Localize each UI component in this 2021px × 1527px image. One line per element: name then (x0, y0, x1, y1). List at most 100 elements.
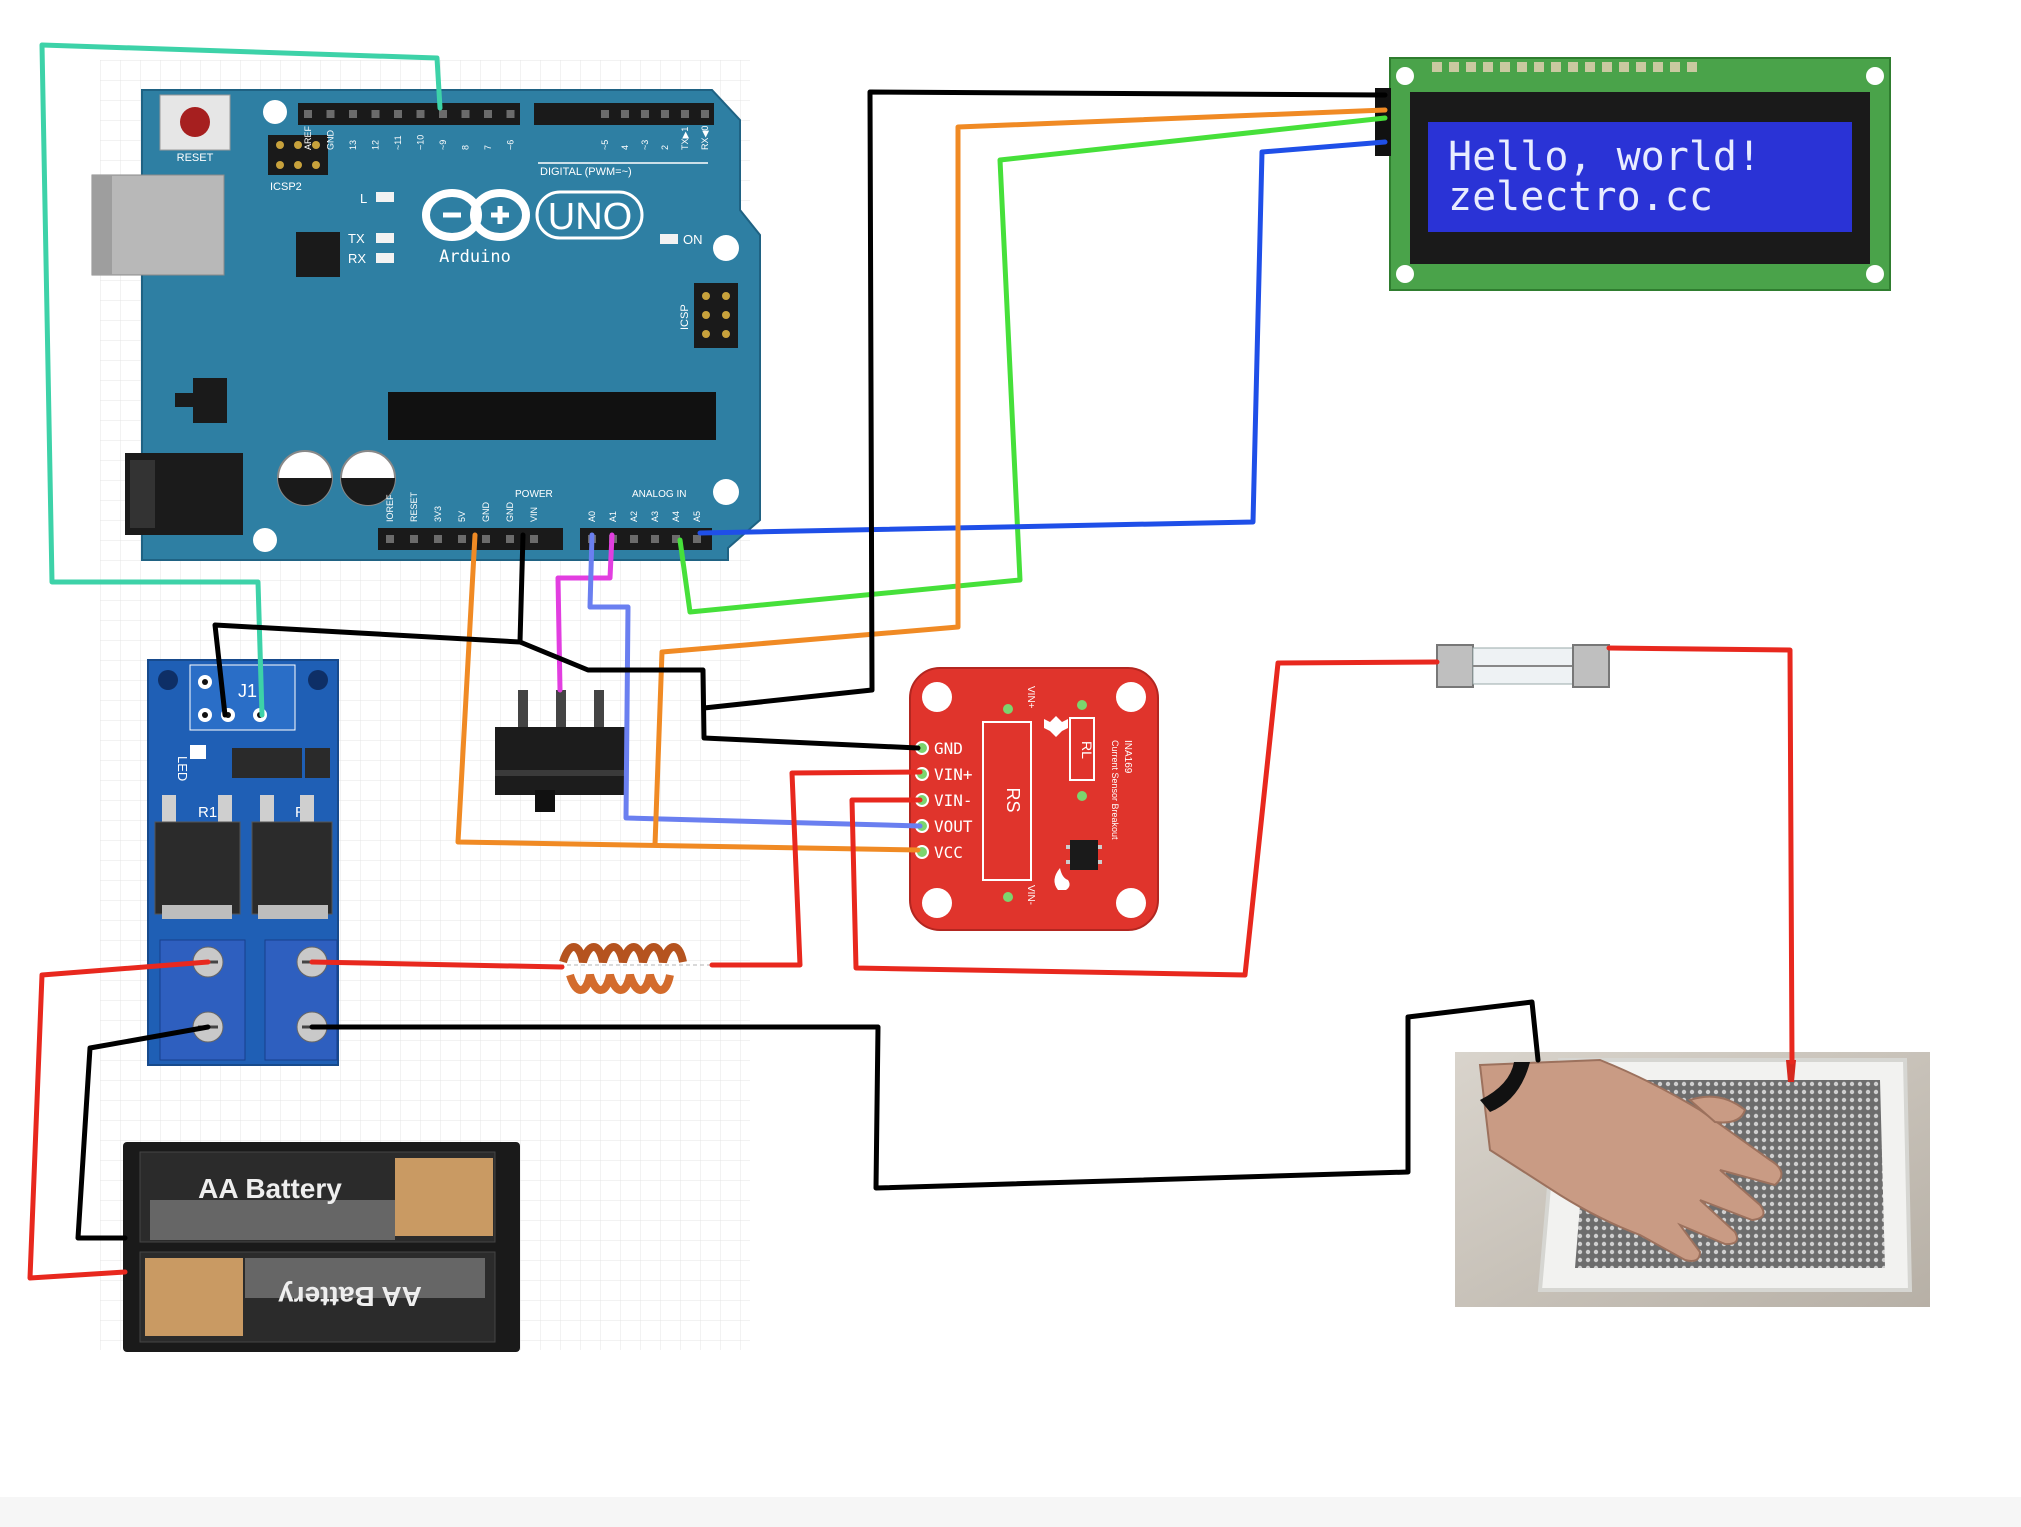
wire-red-battery (27, 959, 211, 1281)
probe-tip (1786, 1060, 1796, 1082)
arduino-infinity-logo (422, 189, 530, 241)
wire-green-lcd (677, 115, 1388, 615)
icsp-header (694, 283, 738, 348)
lcd-16x2-module: Hello, world! zelectro.cc (1375, 57, 1891, 291)
digital-header-1 (298, 103, 520, 125)
power-pin-labels: IOREF RESET 3V3 5V GND GND VIN (385, 491, 539, 543)
power-pin-hole (506, 535, 514, 543)
power-pin-hole (434, 535, 442, 543)
analog-header (580, 528, 712, 550)
analog-pin-hole (693, 535, 701, 543)
voltage-regulator (193, 378, 227, 423)
sensor-ic-chip (1066, 840, 1102, 870)
rs-label: RS (1003, 787, 1023, 812)
digital-pin-hole (484, 110, 492, 118)
digital-pin-label: 13 (348, 140, 358, 150)
wire-blue-lcd (697, 139, 1388, 536)
mosfet-2 (251, 795, 333, 919)
hand (1478, 1058, 1783, 1262)
power-pin-label: GND (481, 502, 491, 523)
lcd-pad (1670, 62, 1680, 72)
digital-pin-hole (371, 110, 380, 118)
digital-pin-hole (661, 110, 669, 118)
power-pin-label: VIN (529, 507, 539, 522)
digital-pin-hole (326, 110, 335, 118)
aa-battery-holder: AA Battery AA Battery (123, 1142, 520, 1352)
lcd-pad (1534, 62, 1544, 72)
usb-port (91, 174, 225, 276)
wrist-strap (1480, 1062, 1530, 1112)
digital-pin-label: RX◀0 (700, 126, 710, 150)
sensor-pin-label: VOUT (934, 817, 973, 836)
power-pin-hole (530, 535, 538, 543)
power-pin-hole (410, 535, 418, 543)
wire-red-power (309, 645, 1795, 1065)
lcd-line-1: Hello, world! (1448, 134, 1761, 180)
digital-pin-label: AREF (303, 125, 313, 150)
analog-pin-hole (630, 535, 638, 543)
digital-pin-hole (506, 110, 515, 118)
j1-label: J1 (238, 681, 257, 701)
digital-pin-label: 12 (371, 140, 381, 150)
sensor-pin-label: GND (934, 739, 963, 758)
lcd-pad (1653, 62, 1663, 72)
glass-fuse (1436, 644, 1610, 688)
mosfet-driver-module: J1 LED R1 R2 (147, 659, 339, 1066)
uno-logo-text: UNO (548, 196, 632, 238)
digital-pin-hole (304, 110, 312, 118)
power-pin-label: 5V (457, 511, 467, 522)
analog-pin-hole (672, 535, 680, 543)
lcd-pad (1449, 62, 1459, 72)
on-led-label: ON (683, 232, 703, 247)
wire-black-load (309, 999, 1541, 1191)
analog-pin-label: A3 (650, 511, 660, 522)
vin-minus-bottom-label: VIN- (1025, 885, 1036, 905)
wire-teal-signal (39, 42, 443, 718)
wire-black-gnd (212, 89, 1388, 751)
power-pin-label: GND (505, 502, 515, 523)
lcd-pad (1517, 62, 1527, 72)
power-pin-hole (386, 535, 394, 543)
analog-label: ANALOG IN (632, 489, 686, 500)
digital-pin-label: ~5 (600, 140, 610, 150)
usb-chip (296, 232, 340, 277)
digital-pin-hole (439, 110, 447, 118)
bottom-strip (0, 1497, 2021, 1527)
digital-pin-label: GND (326, 130, 336, 151)
power-pin-label: IOREF (385, 494, 395, 522)
j1-header (189, 664, 296, 731)
capacitor-2 (340, 450, 396, 506)
digital-pin-hole (641, 110, 649, 118)
screw-terminal-left (159, 939, 246, 1061)
power-pin-label: RESET (409, 491, 419, 522)
wire-black-battery (75, 1024, 211, 1241)
lcd-pad (1619, 62, 1629, 72)
digital-pin-label: 8 (461, 145, 471, 150)
analog-pin-label: A0 (587, 511, 597, 522)
slide-switch (495, 690, 625, 812)
lcd-pad (1585, 62, 1595, 72)
tx-led-label: TX (348, 231, 365, 246)
sensor-pin-label: VCC (934, 843, 963, 862)
r1-label: R1 (198, 804, 217, 821)
icsp2-label: ICSP2 (270, 181, 302, 193)
rx-led-label: RX (348, 251, 366, 266)
power-pin-label: 3V3 (433, 506, 443, 522)
capacitor-1 (277, 450, 333, 506)
digital-pin-label: 2 (660, 145, 670, 150)
power-label: POWER (515, 489, 553, 500)
digital-pin-label: TX▶1 (680, 127, 690, 150)
digital-pin-hole (601, 110, 609, 118)
digital-pin-label: ~6 (506, 140, 516, 150)
digital-pin-label: ~10 (416, 135, 426, 150)
lcd-pad (1500, 62, 1510, 72)
atmega-chip (388, 392, 716, 440)
analog-pin-label: A4 (671, 511, 681, 522)
lcd-pad (1602, 62, 1612, 72)
wire-lightblue (587, 532, 923, 829)
icsp-label: ICSP (679, 304, 691, 330)
